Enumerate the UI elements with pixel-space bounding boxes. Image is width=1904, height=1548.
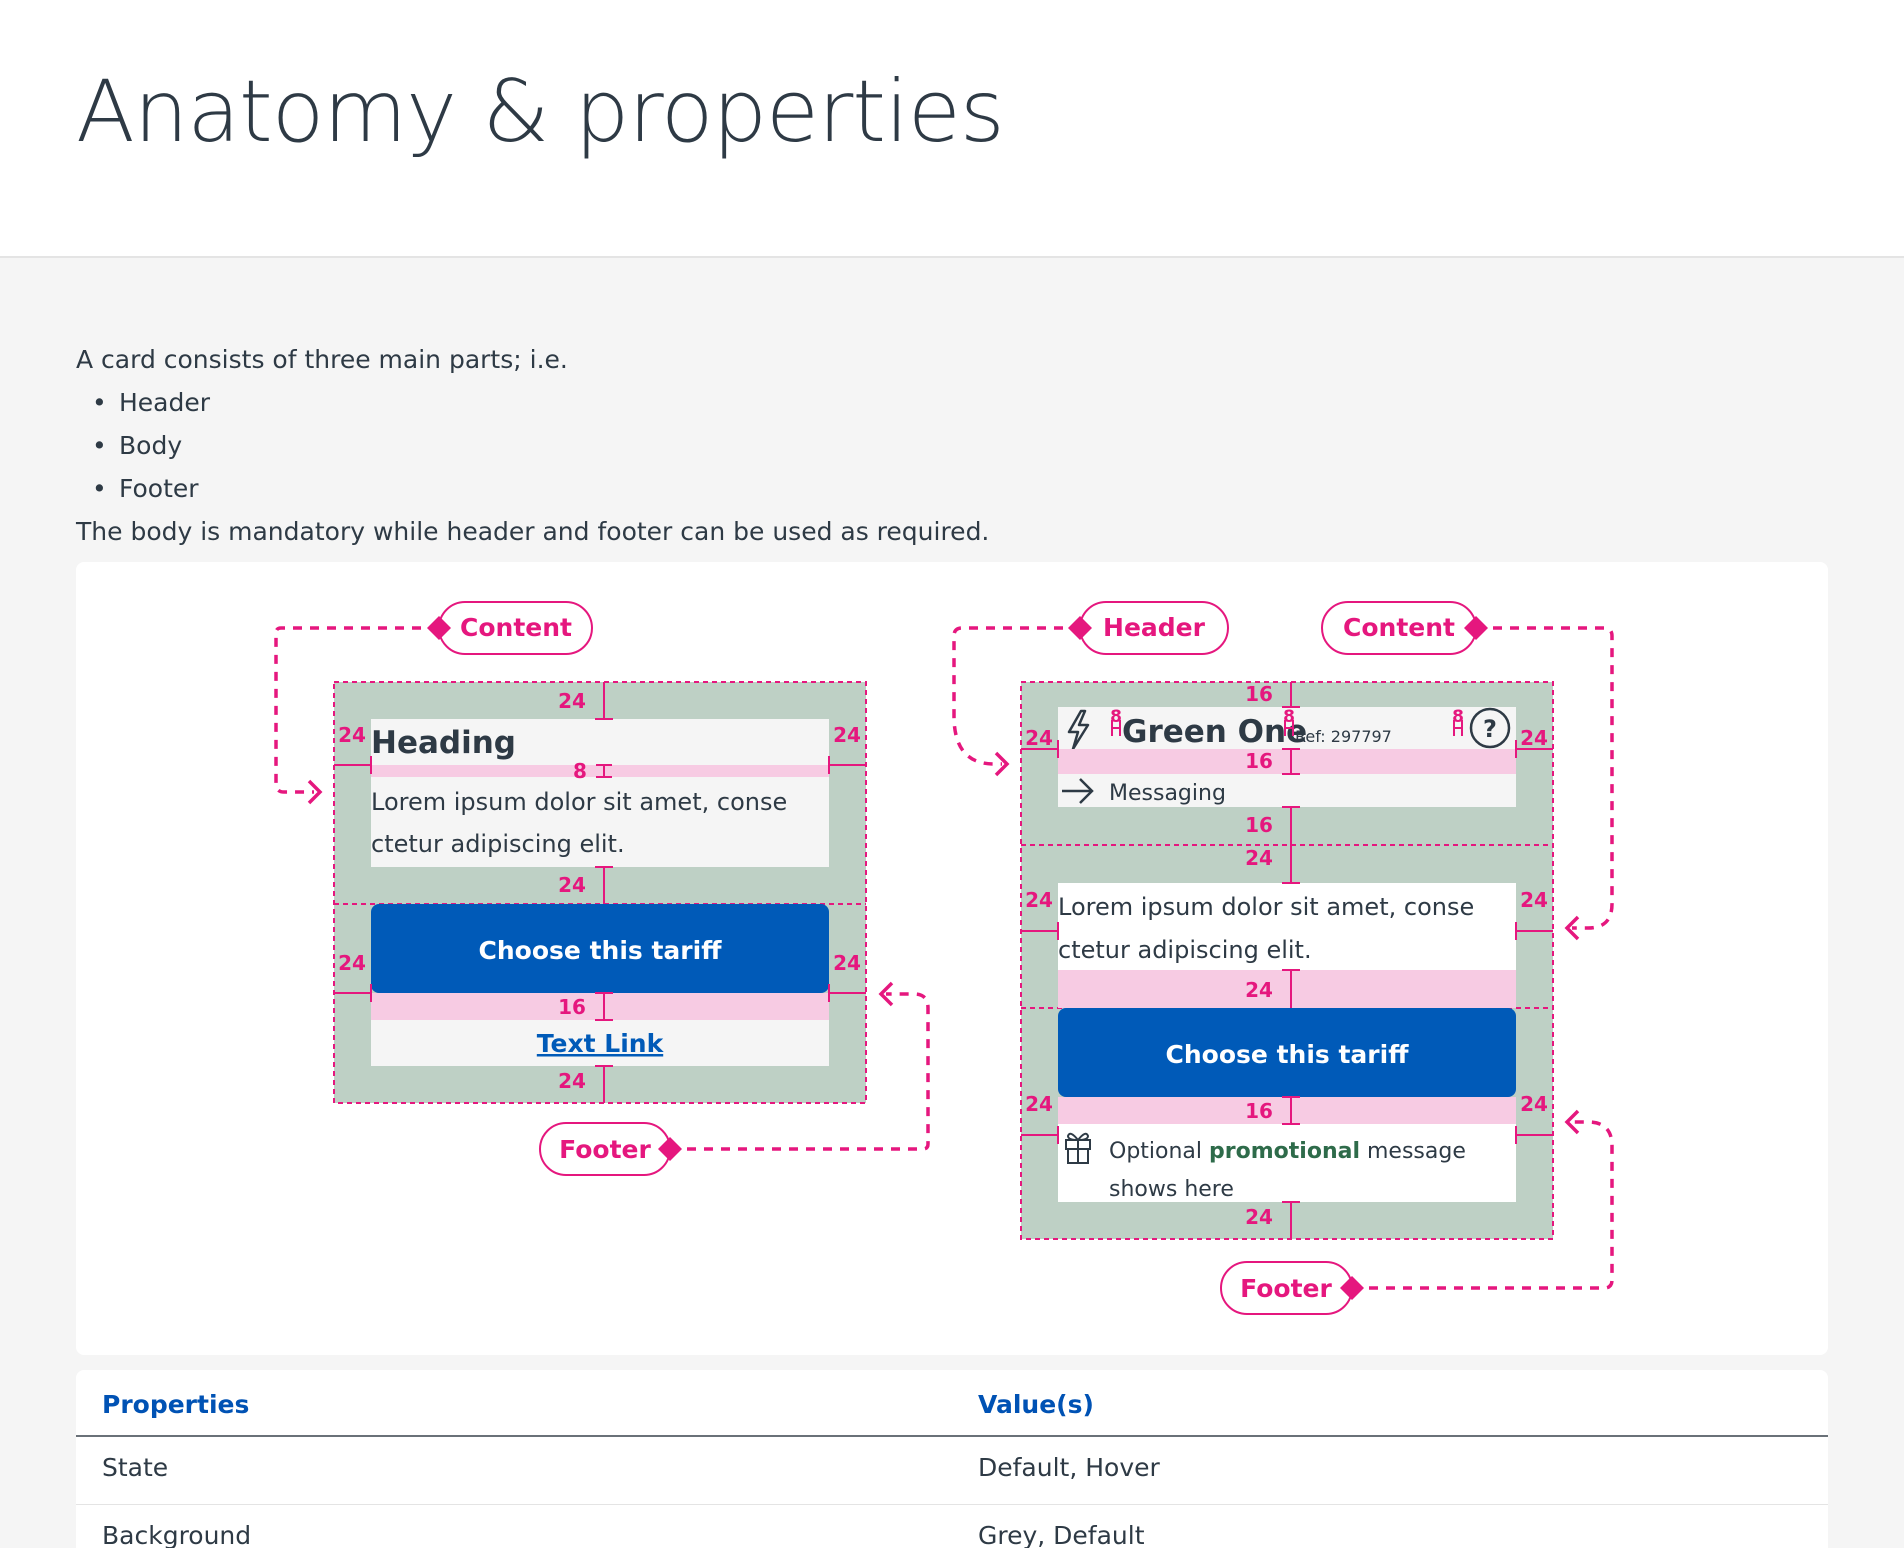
list-item: Body bbox=[76, 424, 989, 467]
promo-text-line2: shows here bbox=[1109, 1177, 1234, 1202]
promo-text-line1: Optional promotional message bbox=[1109, 1139, 1466, 1164]
footer-link-area bbox=[371, 1020, 829, 1066]
property-name: State bbox=[102, 1453, 169, 1482]
spacing-label: 24 bbox=[833, 951, 861, 975]
callout-footer: Footer bbox=[539, 981, 930, 1176]
spacing-label: 8 bbox=[1283, 707, 1295, 727]
card-diagram-simple: Heading Lorem ipsum dolor sit amet, cons… bbox=[274, 601, 930, 1176]
callout-label: Content bbox=[1343, 613, 1455, 642]
parts-list: Header Body Footer bbox=[76, 381, 989, 510]
spacing-label: 24 bbox=[1245, 978, 1273, 1002]
promo-text-after: message bbox=[1360, 1139, 1466, 1164]
spacing-label: 24 bbox=[1245, 1205, 1273, 1229]
messaging-label: Messaging bbox=[1109, 781, 1226, 806]
properties-table: Properties Value(s) State Default, Hover… bbox=[76, 1370, 1828, 1548]
spacing-label: 16 bbox=[558, 995, 586, 1019]
spacing-label: 24 bbox=[338, 723, 366, 747]
property-values: Grey, Default bbox=[978, 1521, 1145, 1548]
spacing-measurements: 24 24 24 8 24 24 24 16 bbox=[334, 682, 866, 1103]
messaging-area bbox=[1058, 774, 1516, 807]
header-title: Green One bbox=[1122, 714, 1307, 750]
spacing-measurements: 16 8 8 8 24 24 16 16 bbox=[1021, 682, 1553, 1239]
arrow-right-icon bbox=[1062, 778, 1094, 804]
card-body-line2: ctetur adipiscing elit. bbox=[371, 830, 625, 858]
body-area bbox=[1058, 883, 1516, 970]
spacing-label: 8 bbox=[573, 759, 587, 783]
spacing-label: 24 bbox=[338, 951, 366, 975]
column-header-properties: Properties bbox=[102, 1390, 250, 1419]
spacing-label: 8 bbox=[1110, 707, 1122, 727]
page-title: Anatomy & properties bbox=[76, 62, 1005, 162]
spacing-highlight bbox=[1058, 749, 1516, 774]
header-ref: Ref: 297797 bbox=[1295, 727, 1392, 746]
list-item: Header bbox=[76, 381, 989, 424]
choose-tariff-button-label: Choose this tariff bbox=[479, 936, 723, 965]
card-body-line2: ctetur adipiscing elit. bbox=[1058, 936, 1312, 964]
spacing-label: 24 bbox=[1025, 726, 1053, 750]
spacing-label: 16 bbox=[1245, 813, 1273, 837]
callout-label: Content bbox=[460, 613, 572, 642]
card-outline bbox=[333, 681, 867, 1104]
callout-footer: Footer bbox=[1220, 1109, 1614, 1315]
card-body-line1: Lorem ipsum dolor sit amet, conse bbox=[371, 788, 787, 816]
svg-text:?: ? bbox=[1483, 715, 1497, 743]
property-name: Background bbox=[102, 1521, 252, 1548]
spacing-label: 16 bbox=[1245, 682, 1273, 706]
spacing-label: 24 bbox=[1520, 1092, 1548, 1116]
spacing-label: 24 bbox=[1520, 888, 1548, 912]
anatomy-diagram-panel: .pink-dash { stroke: #e5177e; stroke-wid… bbox=[76, 562, 1828, 1355]
card-heading: Heading bbox=[371, 725, 516, 761]
spacing-label: 16 bbox=[1245, 1099, 1273, 1123]
spacing-label: 24 bbox=[558, 873, 586, 897]
promo-text-before: Optional bbox=[1109, 1139, 1209, 1164]
spacing-label: 8 bbox=[1452, 707, 1464, 727]
spacing-label: 24 bbox=[1520, 726, 1548, 750]
spacing-label: 24 bbox=[558, 1069, 586, 1093]
promo-text-bold: promotional bbox=[1209, 1139, 1360, 1164]
callout-label: Footer bbox=[559, 1135, 651, 1164]
table-row: Background Grey, Default bbox=[76, 1504, 1828, 1548]
intro-note: The body is mandatory while header and f… bbox=[76, 517, 990, 546]
callout-label: Footer bbox=[1240, 1274, 1332, 1303]
gift-icon bbox=[1065, 1132, 1091, 1164]
table-row: State Default, Hover bbox=[76, 1435, 1828, 1503]
callout-content: Content bbox=[1321, 601, 1614, 941]
spacing-label: 24 bbox=[1025, 1092, 1053, 1116]
callout-content: Content bbox=[274, 601, 593, 805]
spacing-highlight bbox=[371, 993, 829, 1020]
spacing-label: 24 bbox=[833, 723, 861, 747]
content-area bbox=[371, 719, 829, 867]
choose-tariff-button-label: Choose this tariff bbox=[1166, 1040, 1410, 1069]
callout-header: Header bbox=[952, 601, 1229, 777]
choose-tariff-button[interactable] bbox=[371, 904, 829, 993]
page-header: Anatomy & properties bbox=[0, 0, 1904, 258]
intro-section: A card consists of three main parts; i.e… bbox=[76, 338, 989, 553]
list-item: Footer bbox=[76, 467, 989, 510]
anatomy-diagram: .pink-dash { stroke: #e5177e; stroke-wid… bbox=[274, 601, 1614, 1315]
spacing-highlight bbox=[371, 765, 829, 777]
spacing-label: 24 bbox=[1025, 888, 1053, 912]
callout-label: Header bbox=[1103, 613, 1206, 642]
card-diagram-full: Green One Ref: 297797 ? Messaging Lorem … bbox=[952, 601, 1614, 1315]
lightning-icon bbox=[1067, 709, 1090, 751]
spacing-label: 16 bbox=[1245, 749, 1273, 773]
property-values: Default, Hover bbox=[978, 1453, 1160, 1482]
card-body-line1: Lorem ipsum dolor sit amet, conse bbox=[1058, 893, 1474, 921]
intro-lead: A card consists of three main parts; i.e… bbox=[76, 345, 568, 374]
card-outline bbox=[1020, 681, 1554, 1240]
spacing-label: 24 bbox=[1245, 846, 1273, 870]
choose-tariff-button[interactable] bbox=[1058, 1008, 1516, 1097]
spacing-highlight bbox=[1058, 1097, 1516, 1124]
column-header-values: Value(s) bbox=[978, 1390, 1094, 1419]
question-circle-icon[interactable]: ? bbox=[1469, 707, 1511, 749]
promo-area bbox=[1058, 1124, 1516, 1202]
spacing-highlight bbox=[1058, 970, 1516, 1008]
text-link[interactable]: Text Link bbox=[537, 1029, 665, 1058]
spacing-label: 24 bbox=[558, 689, 586, 713]
